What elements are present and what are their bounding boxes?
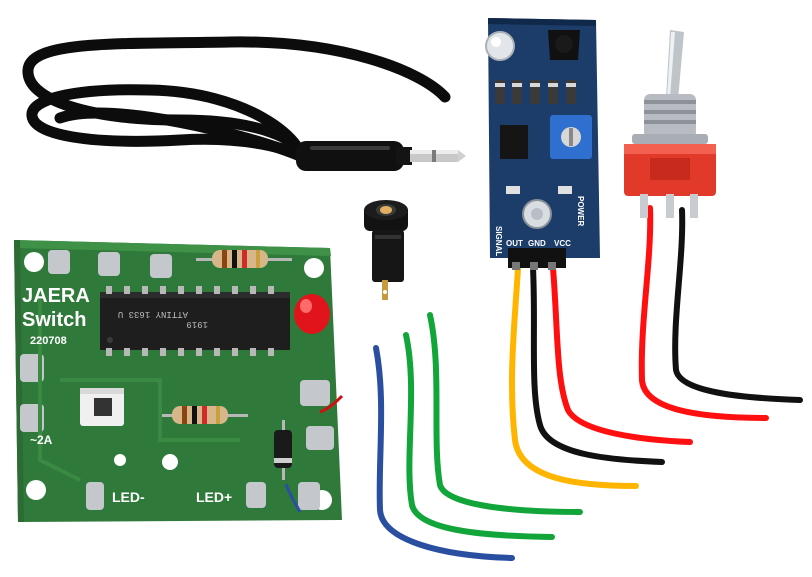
signal-label: SIGNAL [494, 226, 503, 256]
ic-chip: ATTINY 1633 U 1919 [100, 286, 290, 356]
blue-wire [373, 345, 515, 561]
red-led [294, 294, 330, 334]
pin-out-label: OUT [506, 239, 523, 248]
green-wire-2 [427, 312, 583, 515]
resistor-bottom [158, 406, 248, 424]
audio-jack [364, 200, 408, 300]
pin-gnd-label: GND [528, 239, 546, 248]
main-board: ATTINY 1633 U 1919 JAERA Switch 220 [14, 240, 344, 522]
date-code-label: 220708 [30, 335, 67, 347]
sensor-module: SIGNAL POWER OUT GND VCC [485, 18, 693, 489]
power-label: POWER [576, 196, 585, 226]
led-minus-label: LED- [112, 489, 145, 505]
audio-cable [22, 36, 466, 171]
diode [274, 420, 292, 480]
led-plus-label: LED+ [196, 489, 232, 505]
mono-plug [296, 141, 466, 171]
pin-vcc-label: VCC [554, 239, 571, 248]
switch-red-wire [638, 205, 769, 421]
toggle-switch [624, 30, 803, 421]
switch-black-wire [672, 207, 803, 403]
resistor-top [196, 250, 292, 268]
board-blue-wire [284, 483, 302, 513]
chip-marking-2: 1919 [186, 319, 208, 329]
green-wire-1 [403, 332, 555, 540]
yellow-wire [509, 265, 639, 489]
chip-marking-1: ATTINY 1633 U [118, 309, 188, 319]
board-red-wire [319, 394, 344, 414]
black-wire [530, 265, 665, 465]
red-wire [550, 265, 693, 445]
voltage-label: ~2A [30, 433, 53, 447]
loose-wires [373, 312, 583, 561]
relay [80, 388, 124, 426]
brand-label: JAERA [22, 285, 90, 307]
product-label: Switch [22, 309, 86, 331]
